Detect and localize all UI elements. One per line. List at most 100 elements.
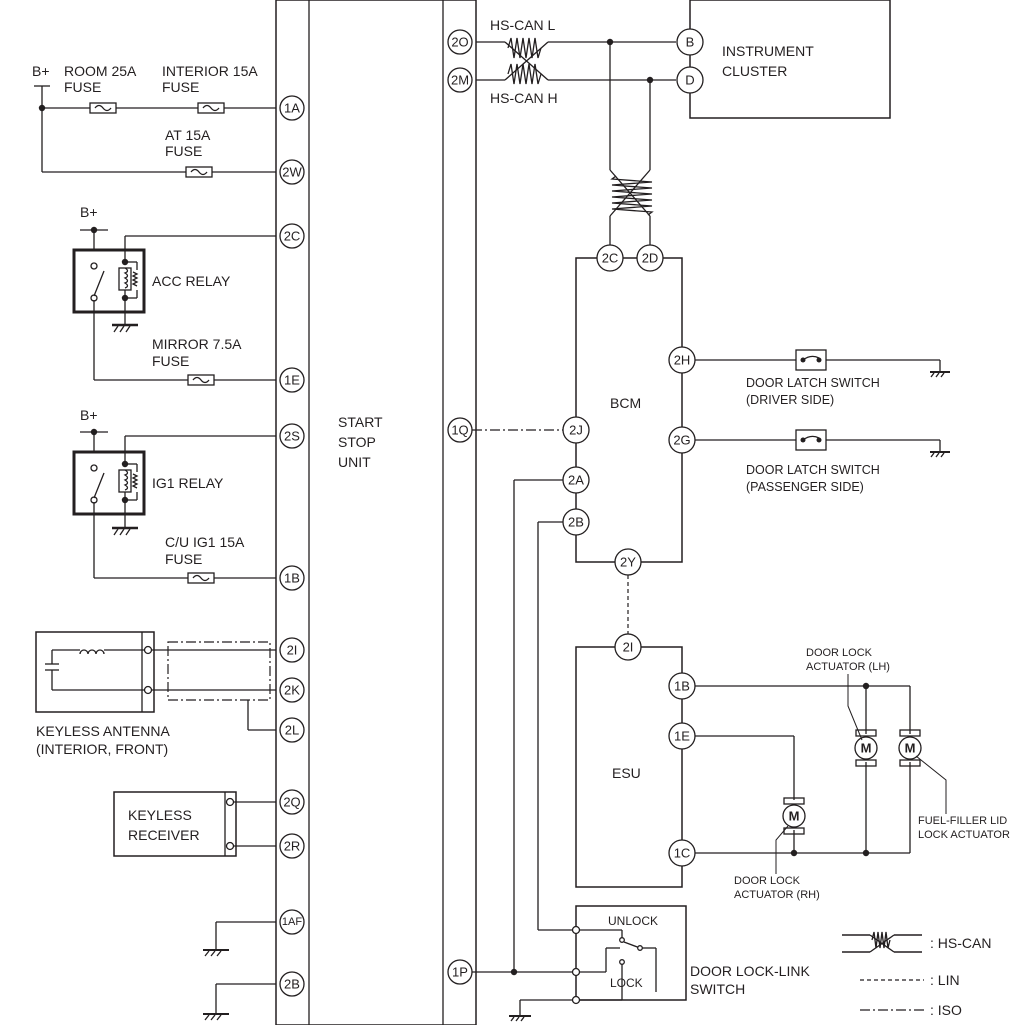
motor-icon: M xyxy=(854,729,878,767)
cluster-pin-d: D xyxy=(685,73,694,88)
instrument-label-2: CLUSTER xyxy=(722,63,787,79)
ssu-pin-1b: 1B xyxy=(284,571,300,586)
ssu-pin-2s: 2S xyxy=(284,429,300,444)
mirror-fuse-label-1: MIRROR 7.5A xyxy=(152,336,242,352)
room-fuse-icon xyxy=(89,102,117,114)
at-fuse-label-1: AT 15A xyxy=(165,127,211,143)
mirror-fuse-label-2: FUSE xyxy=(152,353,189,369)
hs-can-h-label: HS-CAN H xyxy=(490,90,558,106)
hs-can-bus: HS-CAN L HS-CAN H xyxy=(476,17,676,246)
bcm-label: BCM xyxy=(610,395,641,411)
bcm-pin-2y: 2Y xyxy=(620,555,636,570)
doorlink-label-1: DOOR LOCK-LINK xyxy=(690,963,810,979)
start-stop-label-3: UNIT xyxy=(338,454,371,470)
ssu-pin-2m: 2M xyxy=(451,73,469,88)
keyless-antenna-label-1: KEYLESS ANTENNA xyxy=(36,723,170,739)
keyless-receiver: KEYLESS RECEIVER xyxy=(113,791,276,857)
bcm-pin-2d: 2D xyxy=(642,251,659,266)
bcm-pin-2b: 2B xyxy=(568,515,584,530)
motor-icon: M xyxy=(782,797,806,835)
door-latch-switch-driver: DOOR LATCH SWITCH (DRIVER SIDE) xyxy=(695,349,950,407)
bplus-label-3: B+ xyxy=(80,407,98,423)
bcm-pin-2c: 2C xyxy=(602,251,619,266)
interior-fuse-icon xyxy=(197,102,225,114)
acc-relay: B+ ACC RELAY xyxy=(72,204,276,386)
doorlink-label-2: SWITCH xyxy=(690,981,745,997)
keyless-antenna: KEYLESS ANTENNA (INTERIOR, FRONT) xyxy=(35,631,276,757)
rh-actuator-label-1: DOOR LOCK xyxy=(734,875,801,887)
ground-icon xyxy=(112,526,138,536)
start-stop-unit: START STOP UNIT xyxy=(275,0,477,1025)
interior-fuse-label-1: INTERIOR 15A xyxy=(162,63,258,79)
latch-driver-label-1: DOOR LATCH SWITCH xyxy=(746,376,880,390)
bcm-pin-2g: 2G xyxy=(673,433,690,448)
ssu-pin-2r: 2R xyxy=(284,839,301,854)
unlock-label: UNLOCK xyxy=(608,914,658,928)
esu-pin-1c: 1C xyxy=(674,846,691,861)
room-fuse-label-2: FUSE xyxy=(64,79,101,95)
bcm: BCM 2C 2D 2H 2J 2G 2A 2B 2Y xyxy=(562,244,696,576)
latch-pass-label-2: (PASSENGER SIDE) xyxy=(746,480,864,494)
interior-fuse-label-2: FUSE xyxy=(162,79,199,95)
cu-fuse-label-1: C/U IG1 15A xyxy=(165,534,245,550)
fuel-actuator-label-1: FUEL-FILLER LID xyxy=(918,815,1007,827)
bplus-label-1: B+ xyxy=(32,63,50,79)
bcm-pin-2a: 2A xyxy=(568,473,584,488)
esu-pin-2i: 2I xyxy=(623,640,634,655)
bplus-label-2: B+ xyxy=(80,204,98,220)
esu: ESU 2I 1B 1E 1C xyxy=(575,633,696,888)
ground-icon xyxy=(112,323,138,333)
cluster-pin-b: B xyxy=(686,35,695,50)
ssu-pin-2w: 2W xyxy=(282,165,302,180)
motor-lh-label: M xyxy=(861,741,872,756)
coil-icon xyxy=(79,649,105,655)
at-fuse-label-2: FUSE xyxy=(165,143,202,159)
ig1-relay: B+ IG1 RELAY C/U IG1 xyxy=(72,407,276,584)
ssu-pin-1a: 1A xyxy=(284,101,300,116)
door-lock-link-switch: UNLOCK LOCK DOOR LOCK-LINK SWITCH xyxy=(509,905,810,1022)
instrument-cluster: B D INSTRUMENT CLUSTER xyxy=(676,0,891,119)
keyless-antenna-label-2: (INTERIOR, FRONT) xyxy=(36,741,168,757)
latch-driver-label-2: (DRIVER SIDE) xyxy=(746,393,834,407)
lh-actuator-label-1: DOOR LOCK xyxy=(806,647,873,659)
ssu-pin-1e: 1E xyxy=(284,373,300,388)
hs-can-l-label: HS-CAN L xyxy=(490,17,556,33)
actuator-wiring xyxy=(695,682,911,857)
legend-lin: : LIN xyxy=(930,972,960,988)
ssu-pin-2k: 2K xyxy=(284,683,300,698)
keyless-receiver-label-2: RECEIVER xyxy=(128,827,200,843)
ssu-pin-2o: 2O xyxy=(451,35,468,50)
fuel-actuator-label-2: LOCK ACTUATOR xyxy=(918,829,1010,841)
start-stop-label-1: START xyxy=(338,414,383,430)
ssu-pin-2i: 2I xyxy=(287,643,298,658)
ssu-pin-2b: 2B xyxy=(284,977,300,992)
ssu-pin-1p: 1P xyxy=(452,965,468,980)
at-fuse-icon xyxy=(185,166,213,178)
bcm-pin-2h: 2H xyxy=(674,353,691,368)
room-fuse-label-1: ROOM 25A xyxy=(64,63,137,79)
ssu-pin-2q: 2Q xyxy=(283,795,300,810)
ssu-pin-1q: 1Q xyxy=(451,423,468,438)
rh-actuator-label-2: ACTUATOR (RH) xyxy=(734,889,820,901)
ssu-pin-1af: 1AF xyxy=(282,916,302,928)
ig1-relay-label: IG1 RELAY xyxy=(152,475,224,491)
ssu-right-pins: 2O 2M 1Q 1P xyxy=(447,29,473,985)
bcm-door-link-wires xyxy=(472,479,576,976)
ssu-pin-2l: 2L xyxy=(285,723,299,738)
motor-rh-label: M xyxy=(789,809,800,824)
ssu-left-pins: 1A 2W 2C 1E 2S 1B 2I 2K 2L 2Q 2R 1AF 2B xyxy=(279,95,305,997)
ground-wires xyxy=(203,921,276,1021)
esu-pin-1e: 1E xyxy=(674,729,690,744)
cu-fuse-icon xyxy=(187,572,215,584)
legend-hs-can: : HS-CAN xyxy=(930,935,991,951)
motor-icon: M xyxy=(898,729,922,767)
keyless-receiver-label-1: KEYLESS xyxy=(128,807,192,823)
legend-iso: : ISO xyxy=(930,1002,962,1018)
door-latch-switch-passenger: DOOR LATCH SWITCH (PASSENGER SIDE) xyxy=(695,429,950,494)
bcm-pin-2j: 2J xyxy=(569,423,583,438)
cu-fuse-label-2: FUSE xyxy=(165,551,202,567)
mirror-fuse-icon xyxy=(187,374,215,386)
latch-pass-label-1: DOOR LATCH SWITCH xyxy=(746,463,880,477)
lh-actuator-label-2: ACTUATOR (LH) xyxy=(806,661,890,673)
